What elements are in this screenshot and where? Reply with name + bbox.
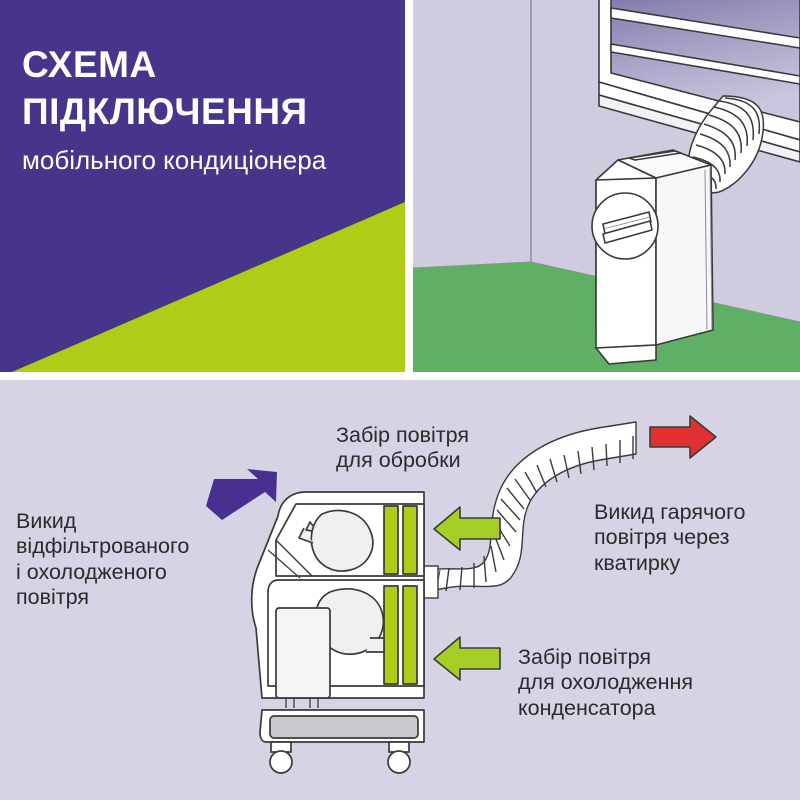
floor-wall-edge-left	[413, 261, 532, 269]
evaporator-coil-b	[402, 505, 418, 575]
title-panel: СХЕМА ПІДКЛЮЧЕННЯ мобільного кондиціонер…	[0, 0, 405, 372]
label-filtered-cooled-output: Викид відфільтрованого і охолодженого по…	[16, 509, 190, 610]
water-tank	[275, 607, 331, 699]
label-hot-air-exhaust: Викид гарячого повітря через кватирку	[594, 500, 746, 575]
arrow-cool-output	[206, 469, 277, 520]
diagram-panel	[0, 380, 800, 800]
ac-unit-cutaway	[250, 491, 425, 774]
evaporator-coil-a	[383, 505, 399, 575]
room-scene	[413, 0, 800, 372]
page-title-line1: СХЕМА	[22, 44, 157, 85]
title-diagonal-shape	[12, 202, 405, 372]
title-block: СХЕМА ПІДКЛЮЧЕННЯ мобільного кондиціонер…	[22, 46, 392, 175]
arrow-intake-top	[433, 506, 501, 551]
arrow-intake-bottom	[433, 636, 501, 681]
base-tray-insert	[269, 715, 419, 739]
room-illustration-panel	[413, 0, 800, 372]
condenser-coil-b	[402, 585, 418, 685]
page-subtitle: мобільного кондиціонера	[22, 145, 327, 176]
arrow-hot-exhaust	[649, 415, 717, 459]
diagram-graphics	[206, 415, 717, 774]
caster-wheel-left	[269, 741, 293, 774]
label-condenser-intake: Забір повітря для охолодження конденсато…	[518, 645, 693, 720]
page-title-line2: ПІДКЛЮЧЕННЯ	[22, 90, 308, 132]
flexible-exhaust-duct	[423, 421, 637, 593]
caster-wheel-right	[387, 741, 411, 774]
label-intake-for-processing: Забір повітря для обробки	[336, 423, 469, 473]
portable-ac-unit	[591, 149, 714, 365]
condenser-coil-a	[383, 585, 399, 685]
